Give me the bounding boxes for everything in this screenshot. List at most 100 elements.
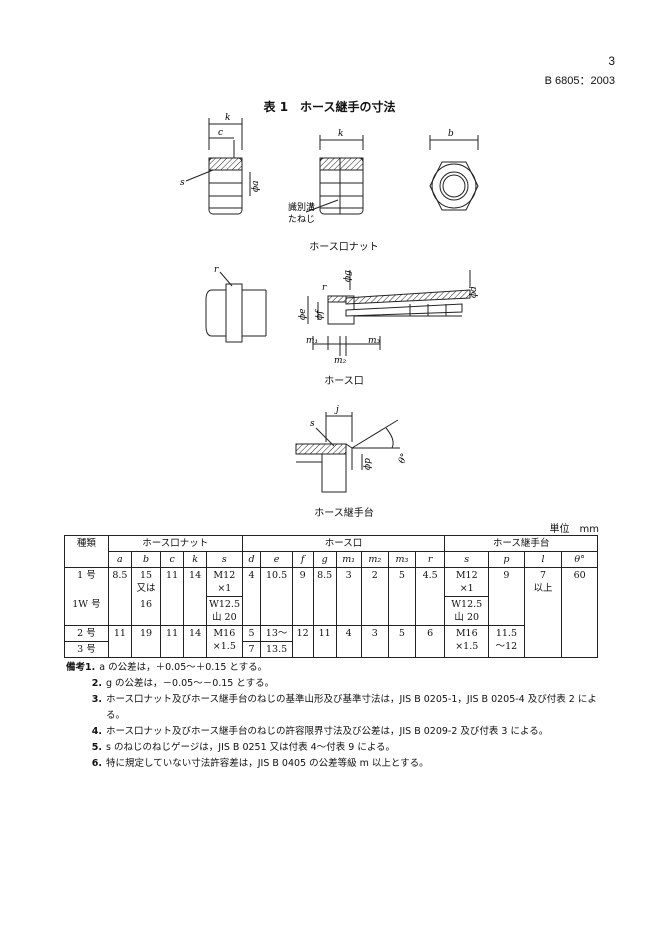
dim-label-r-left: r: [214, 265, 219, 275]
dim-label-r-right: r: [322, 283, 327, 293]
hose-port-section-drawing: [307, 270, 471, 356]
dim-label-phi-a: ϕa: [251, 180, 261, 192]
cell-s-stand-line2: ×1: [459, 583, 474, 594]
cell-s-line2: ×1.5: [212, 641, 236, 652]
header-sym-l: l: [523, 551, 563, 568]
label-groove-thread: たねじ: [288, 214, 315, 225]
header-sym-k: k: [183, 551, 208, 568]
header-sym-c: c: [160, 551, 185, 568]
cell-f: 9: [291, 567, 314, 626]
cell-d: 5: [241, 625, 262, 642]
remark-text: a の公差は，＋0.05～＋0.15 とする。: [99, 662, 268, 673]
header-kind: 種類: [64, 535, 109, 568]
cell-a: 8.5: [107, 567, 132, 626]
cell-r: 4.5: [415, 567, 446, 626]
header-sym-d: d: [241, 551, 262, 568]
dim-label-m2: m₂: [334, 356, 347, 366]
cell-s-stand-line1: W12.5: [451, 599, 483, 610]
label-identification-groove: 識別溝: [288, 201, 315, 213]
table-symbol-header-row: a b c k s d e f g m₁ m₂ m₃ r s p l θ°: [65, 551, 598, 568]
dim-label-theta: θ°: [397, 452, 410, 465]
dim-label-j: j: [334, 405, 339, 415]
cell-s-stand: W12.5 山 20: [444, 596, 490, 626]
dimension-table: 種類 ホース口ナット ホース口 ホース継手台 a b c k s d e f g…: [64, 535, 598, 658]
cell-m1: 4: [335, 625, 362, 658]
header-sym-m2: m₂: [360, 551, 389, 568]
cell-theta: 60: [561, 567, 598, 658]
remark-number: 1.: [85, 662, 96, 673]
cell-f: 12: [291, 625, 314, 658]
remark-number: 2.: [91, 678, 102, 689]
cell-d: 7: [241, 641, 262, 658]
cell-l-line2: 以上: [533, 583, 553, 594]
cell-b-line1: 15: [139, 570, 153, 581]
cell-b: 19: [130, 625, 162, 658]
nut-side-drawing: [305, 135, 364, 215]
header-sym-r: r: [415, 551, 446, 568]
cell-r: 6: [415, 625, 446, 658]
remark-text: 特に規定していない寸法許容差は，JIS B 0405 の公差等級 m 以上とする…: [106, 758, 429, 769]
header-sym-s-stand: s: [444, 551, 490, 568]
cell-s: M12×1: [206, 567, 243, 597]
unit-label: 単位 mm: [549, 524, 599, 535]
header-sym-e: e: [260, 551, 293, 568]
header-sym-a: a: [107, 551, 132, 568]
cell-s-stand-line2: 山 20: [454, 612, 480, 623]
nut-hex-drawing: [429, 135, 479, 211]
remark-item: 備考 1. a の公差は，＋0.05～＋0.15 とする。: [66, 660, 606, 676]
remarks-title: 備考: [66, 662, 86, 673]
remarks: 備考 1. a の公差は，＋0.05～＋0.15 とする。 2. g の公差は，…: [66, 660, 606, 772]
hose-port-end-drawing: [205, 271, 267, 343]
cell-e: 10.5: [260, 567, 293, 626]
standard-number: B 6805：2003: [544, 75, 615, 87]
cell-kind: 3 号: [64, 641, 109, 658]
cell-p: 9: [488, 567, 525, 626]
dim-label-c: c: [218, 128, 223, 138]
cell-b: 16: [130, 596, 162, 626]
header-sym-m1: m₁: [335, 551, 362, 568]
cell-s-stand-line1: M16: [455, 628, 478, 639]
header-sym-g: g: [312, 551, 337, 568]
cell-s-stand-line1: M12: [455, 570, 478, 581]
cell-kind: 1 号: [64, 567, 109, 597]
cell-c: 11: [160, 625, 185, 658]
header-group-stand: ホース継手台: [444, 535, 598, 552]
dim-label-m1: m₁: [306, 336, 318, 346]
cell-e: 13.5: [260, 641, 293, 658]
remark-item: 5. s のねじのねじゲージは，JIS B 0251 又は付表 4～付表 9 に…: [66, 740, 606, 756]
remark-text: ホース口ナット及びホース継手台のねじの許容限界寸法及び公差は，JIS B 020…: [106, 726, 549, 737]
dim-label-phi-p: ϕp: [363, 458, 373, 470]
dim-label-b: b: [448, 129, 454, 139]
caption-hose-stand: ホース継手台: [314, 508, 374, 519]
caption-nut: ホース口ナット: [309, 242, 379, 253]
cell-k: 14: [183, 567, 208, 626]
remark-text: ホース口ナット及びホース継手台のねじの基準山形及び基準寸法は，JIS B 020…: [106, 694, 597, 721]
dim-label-s-nut: s: [180, 178, 185, 188]
header-group-nut: ホース口ナット: [107, 535, 243, 552]
cell-s-line1: M16: [213, 628, 236, 639]
table-row: 3 号 7 13.5: [64, 641, 598, 658]
cell-a: 11: [107, 625, 132, 658]
hose-stand-drawing: [295, 412, 400, 493]
cell-s: M16 ×1.5: [206, 625, 243, 658]
remark-number: 4.: [91, 726, 102, 737]
cell-kind: 2 号: [64, 625, 109, 642]
remark-item: 3. ホース口ナット及びホース継手台のねじの基準山形及び基準寸法は，JIS B …: [66, 692, 606, 724]
remark-text: g の公差は，－0.05～－0.15 とする。: [106, 678, 275, 689]
cell-s-line1: M12: [213, 570, 236, 581]
cell-s-stand: M16×1.5: [444, 625, 490, 658]
header-sym-p: p: [488, 551, 525, 568]
remark-item: 2. g の公差は，－0.05～－0.15 とする。: [66, 676, 606, 692]
cell-s-line2: ×1: [217, 583, 232, 594]
cell-c: 11: [160, 567, 185, 626]
cell-m3: 5: [387, 567, 417, 626]
dim-label-s-stand: s: [310, 419, 315, 429]
cell-m2: 3: [360, 625, 389, 658]
page-number: 3: [608, 54, 615, 68]
dim-label-k-left: k: [225, 113, 230, 123]
cell-k: 14: [183, 625, 208, 658]
